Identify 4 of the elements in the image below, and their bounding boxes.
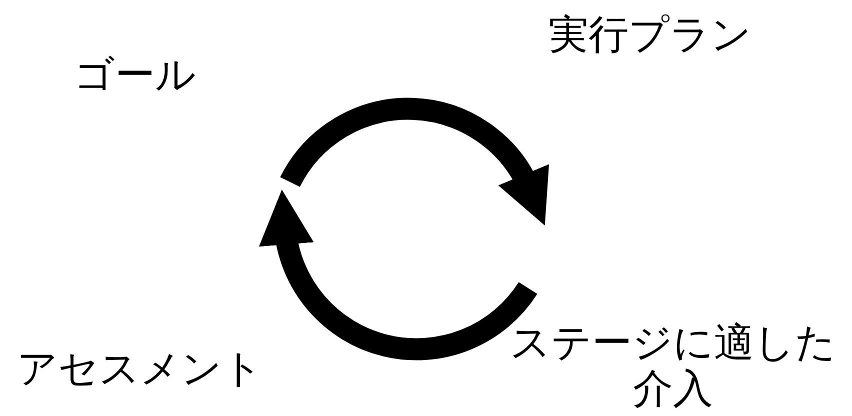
label-text: 実行プラン bbox=[548, 12, 752, 58]
label-text: ゴール bbox=[73, 52, 197, 98]
label-text: ステージに適した介入 bbox=[509, 320, 837, 412]
label-text: アセスメント bbox=[16, 346, 264, 392]
